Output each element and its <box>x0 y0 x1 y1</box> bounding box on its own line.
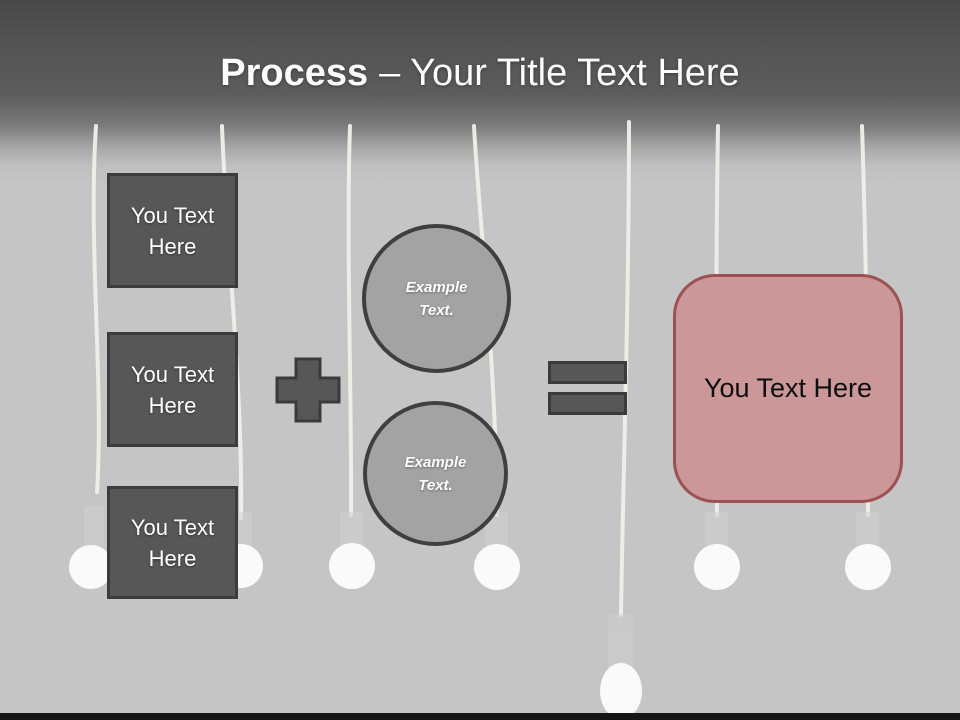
bulb-socket <box>84 506 104 546</box>
input-box-3[interactable]: You Text Here <box>107 486 238 599</box>
light-bulb-icon <box>329 543 375 589</box>
bulb-socket <box>705 512 728 546</box>
result-box-label: You Text Here <box>703 373 873 403</box>
bottom-border-bar <box>0 713 960 720</box>
light-bulb-icon <box>69 545 113 589</box>
example-circle-2-label: Example Text. <box>404 453 467 494</box>
header-gradient-band <box>0 0 960 200</box>
slide-title-rest: – Your Title Text Here <box>379 52 740 94</box>
bulb-socket <box>608 614 633 669</box>
plus-sign-icon <box>275 357 341 423</box>
result-box[interactable]: You Text Here <box>673 274 903 503</box>
equals-sign-top-bar <box>548 361 627 384</box>
cord <box>619 120 631 617</box>
light-bulb-icon <box>845 544 891 590</box>
bulb-socket <box>340 512 363 546</box>
slide-title-emphasis: Process <box>220 52 369 94</box>
cord <box>91 124 101 494</box>
slide-title[interactable]: Process– Your Title Text Here <box>0 50 960 96</box>
light-bulb-icon <box>474 544 520 590</box>
bulb-socket <box>856 512 879 546</box>
example-circle-1-label: Example Text. <box>405 278 468 319</box>
light-bulb-icon <box>600 663 642 719</box>
input-box-2[interactable]: You Text Here <box>107 332 238 447</box>
input-box-3-label: You Text Here <box>130 514 215 571</box>
equals-sign-bottom-bar <box>548 392 627 415</box>
light-bulb-icon <box>694 544 740 590</box>
cord <box>346 124 354 517</box>
bulb-socket <box>485 512 508 546</box>
example-circle-1[interactable]: Example Text. <box>362 224 511 373</box>
example-circle-2[interactable]: Example Text. <box>363 401 508 546</box>
input-box-2-label: You Text Here <box>130 361 215 418</box>
input-box-1-label: You Text Here <box>130 202 215 259</box>
input-box-1[interactable]: You Text Here <box>107 173 238 288</box>
